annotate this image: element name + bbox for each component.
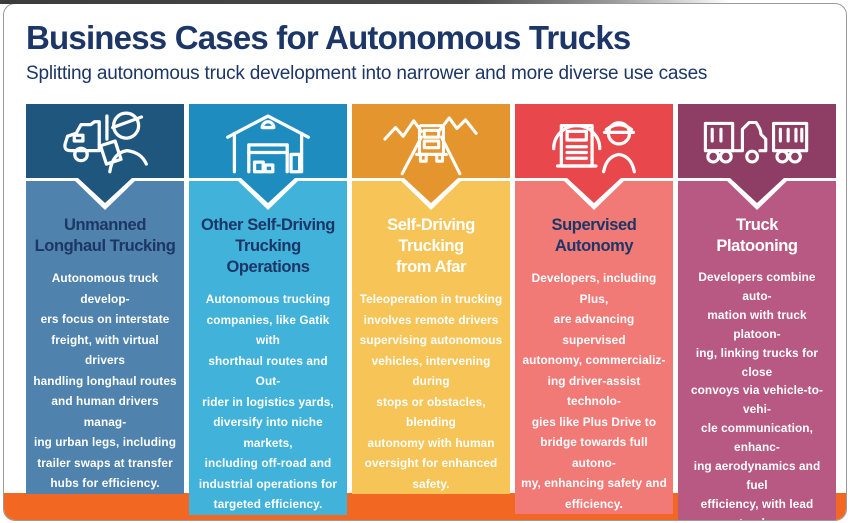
column-heading: Self-Driving Trucking from Afar	[387, 216, 475, 277]
column-description: Autonomous trucking companies, like Gati…	[198, 292, 338, 512]
column-heading: Unmanned Longhaul Trucking	[34, 216, 176, 256]
use-case-columns: Unmanned Longhaul Trucking Autonomous tr…	[26, 104, 836, 520]
column-description: Autonomous truck develop- ers focus on i…	[33, 271, 177, 491]
column-body: Unmanned Longhaul Trucking Autonomous tr…	[26, 181, 184, 494]
column-heading: Other Self-Driving Trucking Operations	[201, 216, 335, 277]
column-icon-panel	[189, 104, 347, 210]
column-self-driving-from-afar: Self-Driving Trucking from Afar Teleoper…	[352, 104, 510, 495]
platooning-trucks-icon	[702, 104, 812, 178]
infographic-card: Business Cases for Autonomous Trucks Spl…	[3, 3, 847, 521]
column-supervised-autonomy: Supervised Autonomy Developers, includin…	[515, 104, 673, 515]
column-heading: Truck Platooning	[716, 216, 798, 256]
column-other-self-driving: Other Self-Driving Trucking Operations A…	[189, 104, 347, 515]
column-body: Other Self-Driving Trucking Operations A…	[189, 181, 347, 515]
column-icon-panel	[352, 104, 510, 210]
column-icon-panel	[26, 104, 184, 210]
column-unmanned-longhaul: Unmanned Longhaul Trucking Autonomous tr…	[26, 104, 184, 494]
infographic-header: Business Cases for Autonomous Trucks Spl…	[4, 4, 846, 85]
column-icon-panel	[515, 104, 673, 210]
truck-and-worker-icon	[57, 104, 153, 178]
warehouse-icon	[220, 104, 316, 178]
column-description: Developers combine auto- mation with tru…	[690, 270, 824, 520]
column-heading: Supervised Autonomy	[551, 216, 637, 256]
truck-and-driver-icon	[546, 104, 642, 178]
column-truck-platooning: Truck Platooning Developers combine auto…	[678, 104, 836, 520]
column-description: Teleoperation in trucking involves remot…	[359, 292, 503, 491]
column-icon-panel	[678, 104, 836, 210]
column-body: Truck Platooning Developers combine auto…	[678, 181, 836, 520]
column-body: Self-Driving Trucking from Afar Teleoper…	[352, 181, 510, 495]
page-subtitle: Splitting autonomous truck development i…	[26, 63, 708, 85]
column-body: Supervised Autonomy Developers, includin…	[515, 181, 673, 515]
screenshot-top-edge	[0, 0, 850, 4]
truck-on-road-mountains-icon	[383, 104, 479, 178]
page-title: Business Cases for Autonomous Trucks	[26, 19, 631, 56]
column-description: Developers, including Plus, are advancin…	[521, 271, 667, 511]
